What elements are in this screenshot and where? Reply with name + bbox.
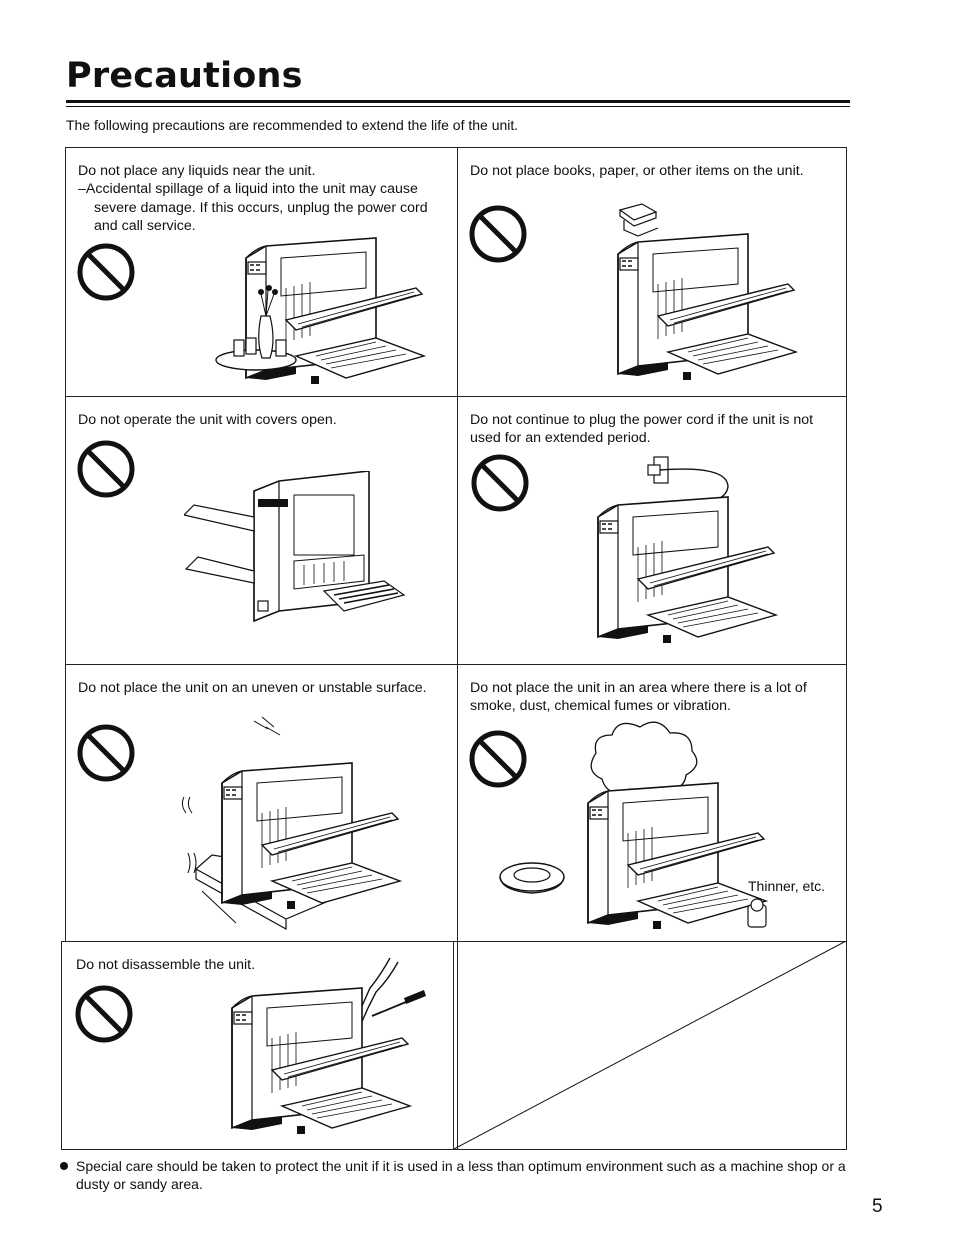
printer-illustration	[231, 957, 426, 1135]
precaution-text: Do not place the unit on an uneven or un…	[78, 680, 427, 696]
thinner-label: Thinner, etc.	[748, 878, 826, 894]
prohibition-icon	[74, 984, 134, 1044]
diagonal-line	[454, 941, 846, 1149]
precaution-covers-open: Do not operate the unit with covers open…	[65, 396, 458, 665]
precautions-grid: Do not place any liquids near the unit. …	[61, 147, 847, 1150]
printer-illustration	[617, 203, 797, 381]
precaution-power-cord: Do not continue to plug the power cord i…	[457, 396, 847, 665]
printer-illustration	[215, 237, 425, 385]
footnote: Special care should be taken to protect …	[60, 1157, 860, 1193]
precaution-text: Do not place any liquids near the unit. …	[78, 162, 446, 235]
precaution-sub-text: –Accidental spillage of a liquid into th…	[78, 181, 428, 234]
precaution-text: Do not place the unit in an area where t…	[470, 680, 807, 715]
precaution-uneven-surface: Do not place the unit on an uneven or un…	[65, 664, 458, 942]
printer-illustration	[181, 716, 401, 931]
precaution-objects: Do not place books, paper, or other item…	[457, 147, 847, 397]
precaution-text: Do not operate the unit with covers open…	[78, 412, 337, 428]
bullet-icon	[60, 1162, 68, 1170]
precaution-smoke-dust: Do not place the unit in an area where t…	[457, 664, 847, 942]
prohibition-icon	[76, 242, 136, 302]
printer-illustration	[499, 721, 767, 930]
precaution-text: Do not continue to plug the power cord i…	[470, 412, 814, 447]
prohibition-icon	[76, 439, 136, 499]
title-rule-thin	[66, 106, 850, 107]
prohibition-icon	[470, 453, 530, 513]
precaution-main-text: Do not place any liquids near the unit.	[78, 163, 316, 179]
empty-cell	[453, 941, 847, 1150]
footnote-text: Special care should be taken to protect …	[76, 1158, 846, 1192]
precaution-text: Do not place books, paper, or other item…	[470, 163, 804, 179]
prohibition-icon	[76, 723, 136, 783]
page-title: Precautions	[66, 56, 303, 96]
intro-text: The following precautions are recommende…	[66, 117, 519, 133]
title-rule-thick	[66, 100, 850, 103]
precaution-disassemble: Do not disassemble the unit.	[61, 941, 458, 1150]
printer-illustration	[597, 456, 777, 644]
precaution-liquids: Do not place any liquids near the unit. …	[65, 147, 458, 397]
printer-illustration	[184, 471, 406, 623]
prohibition-icon	[468, 204, 528, 264]
precaution-text: Do not disassemble the unit.	[76, 957, 256, 973]
page-number: 5	[872, 1196, 883, 1217]
